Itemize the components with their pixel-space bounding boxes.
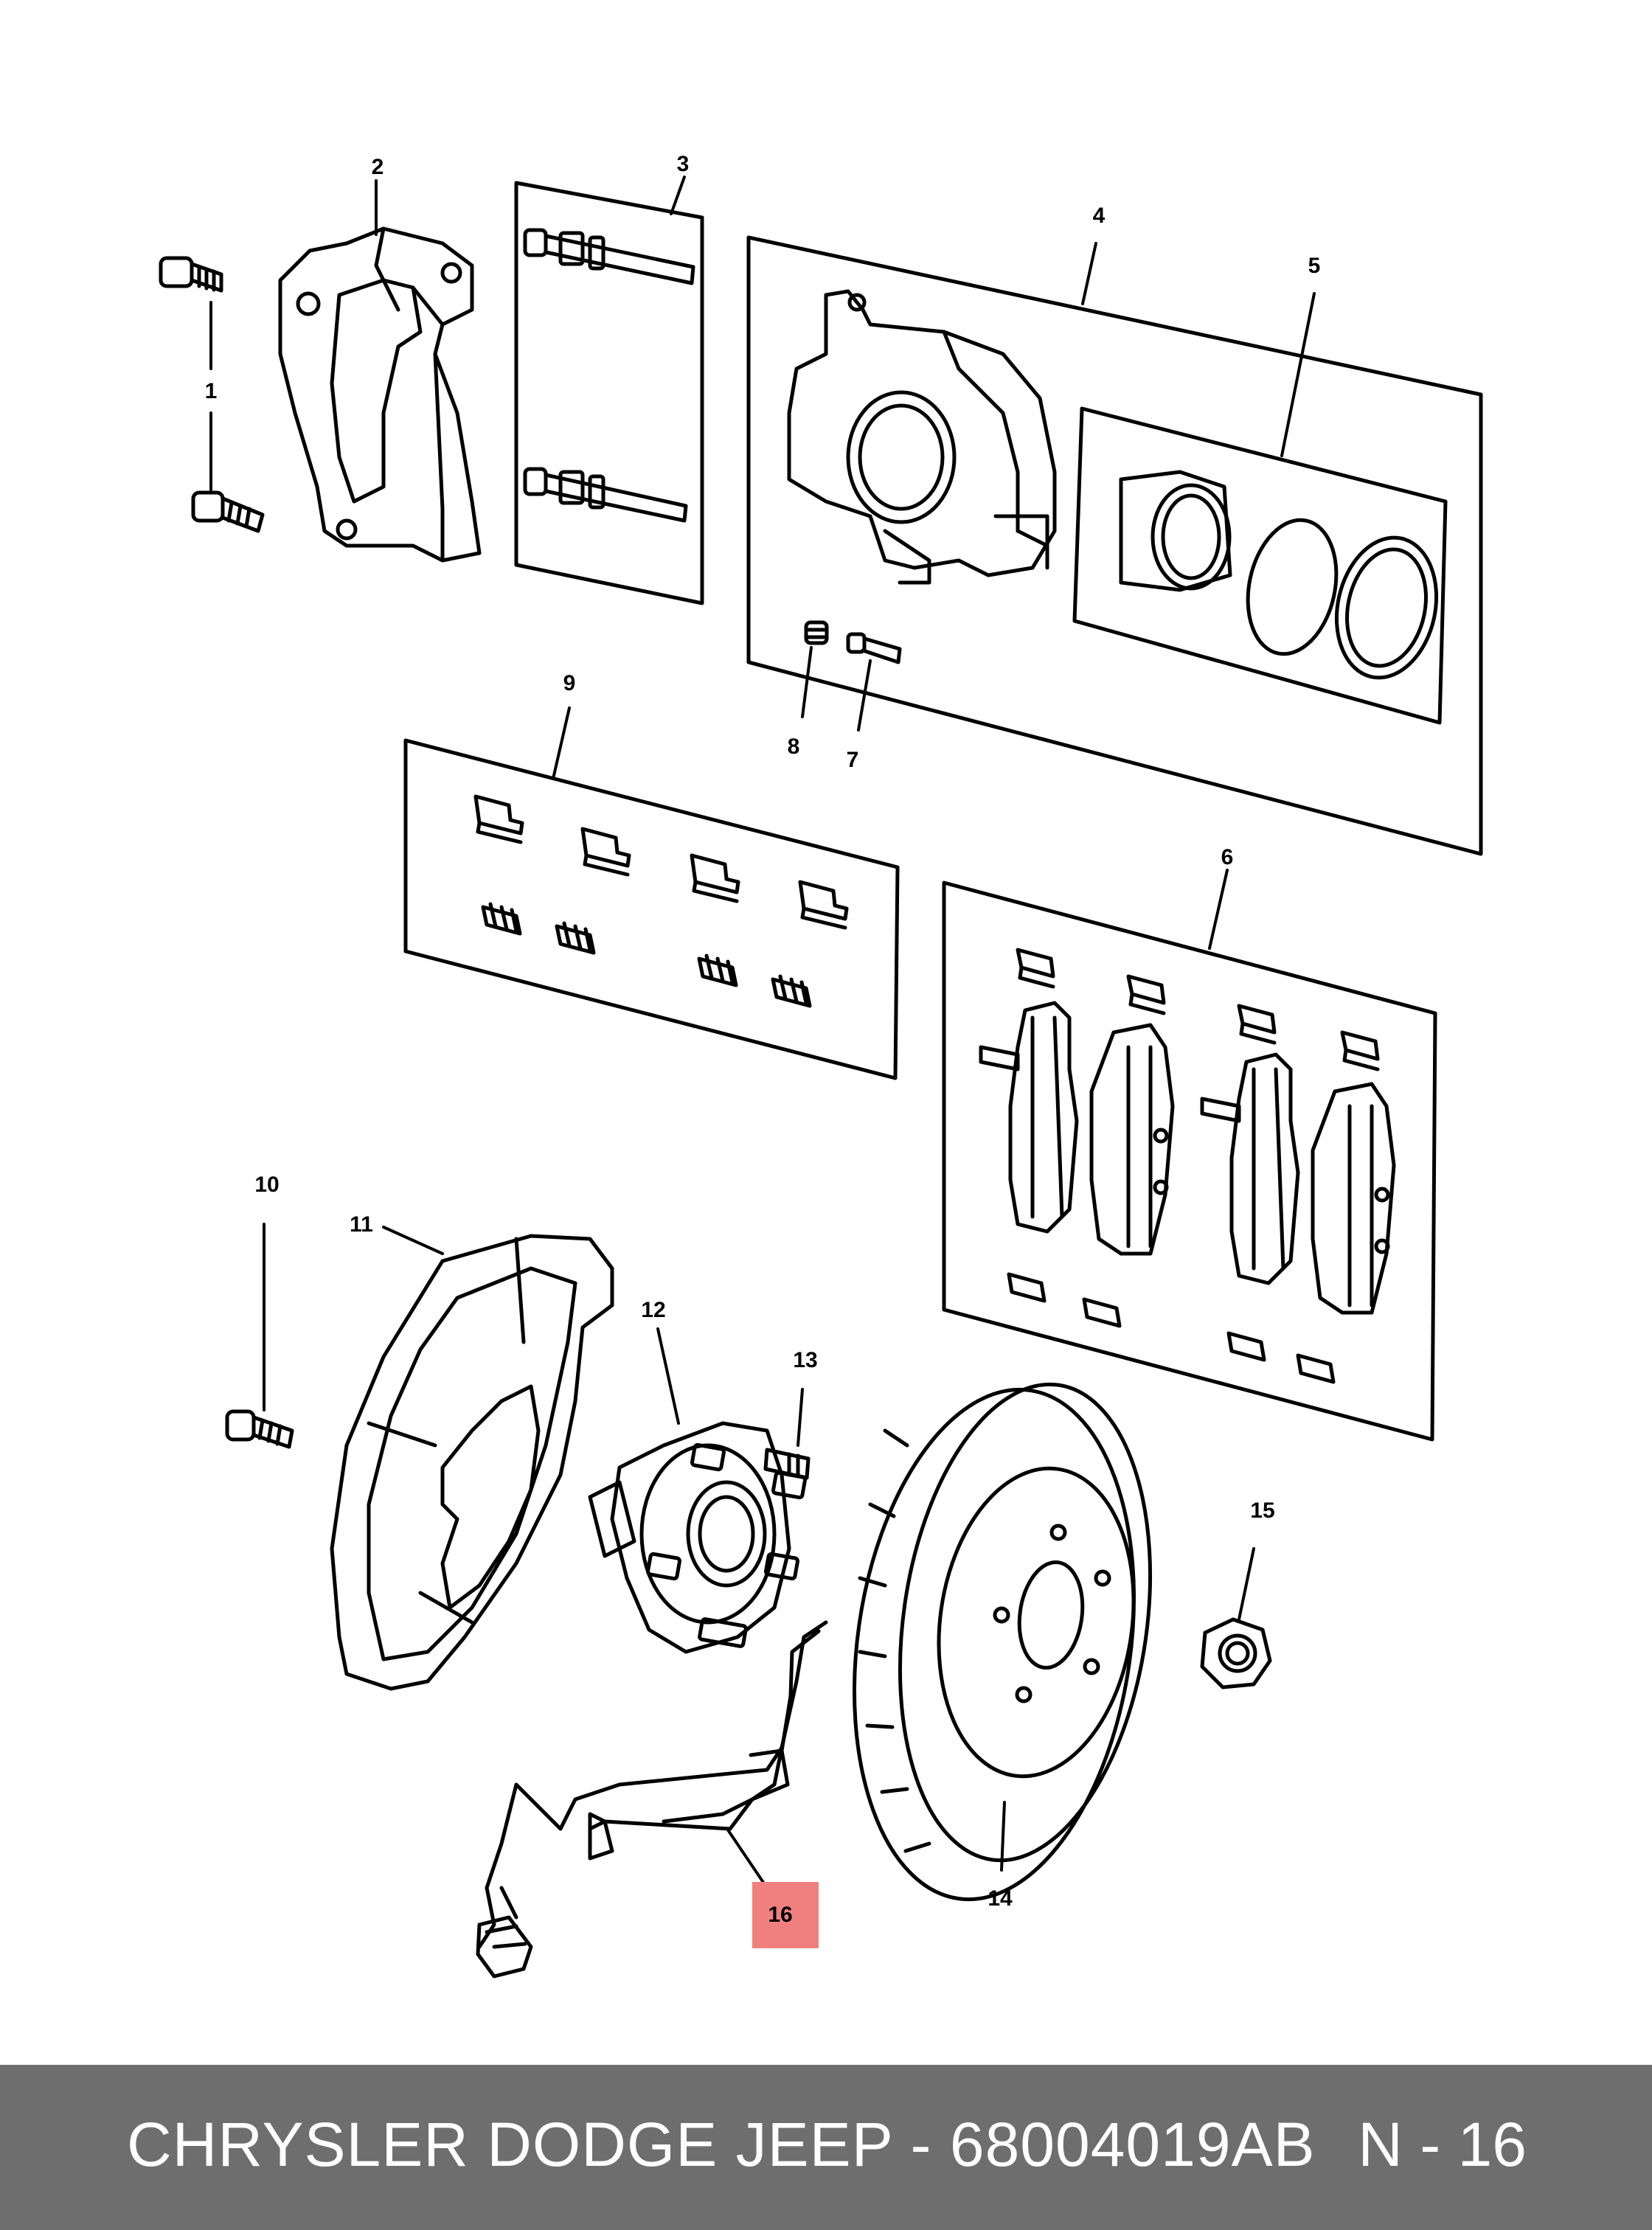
piston-seal-box (1072, 406, 1448, 725)
splash-shield (330, 1234, 614, 1691)
clip-small (697, 954, 738, 987)
callout-5: 5 (1308, 254, 1321, 278)
callout-12: 12 (641, 1298, 665, 1322)
piston (1119, 470, 1232, 592)
piston-seal (1246, 518, 1339, 656)
clip (580, 827, 631, 877)
caliper-bolt-upper (159, 256, 223, 293)
footer-bar: CHRYSLER DODGE JEEP - 68004019AB N - 16 (0, 2065, 1652, 2230)
brake-pad (1311, 1082, 1396, 1315)
leader-11 (382, 1226, 444, 1255)
brake-pad (979, 1001, 1079, 1234)
callout-14: 14 (988, 1886, 1013, 1911)
hub-bearing (588, 1421, 807, 1654)
leader-12 (656, 1327, 680, 1425)
leader-14 (1000, 1801, 1006, 1872)
caliper-box (746, 235, 1483, 856)
callout-9: 9 (563, 671, 576, 695)
leader-8 (801, 646, 813, 718)
leader-4 (1081, 242, 1097, 305)
pad-clip-small (1007, 1272, 1047, 1303)
brake-rotor (853, 1382, 1153, 1902)
caliper-housing (787, 289, 1057, 585)
leader-7 (857, 659, 872, 732)
callout-16: 16 (768, 1903, 792, 1927)
callout-10: 10 (254, 1173, 279, 1197)
callout-4: 4 (1093, 204, 1106, 228)
pad-clip (1126, 974, 1166, 1015)
brake-pad (1200, 1052, 1300, 1285)
clip-small (771, 974, 812, 1008)
callout-7: 7 (847, 748, 859, 772)
hub-nut (1200, 1617, 1272, 1689)
callout-8: 8 (788, 734, 800, 759)
dust-boot-outer (1334, 535, 1439, 680)
callout-1: 1 (205, 379, 218, 403)
page-reference-label: N - 16 (1358, 2110, 1527, 2179)
pad-clip-small (1082, 1297, 1122, 1328)
brake-pad-kit-box (942, 880, 1437, 1442)
leader-3 (670, 176, 686, 215)
pad-clip (1237, 1004, 1277, 1045)
clip (473, 794, 524, 844)
clip (798, 880, 849, 930)
callout-11: 11 (350, 1212, 373, 1237)
clip-small (481, 902, 522, 936)
caliper-bolt-lower (191, 490, 265, 533)
dust-boot-inner (1344, 547, 1429, 668)
bleeder-cap (846, 632, 902, 664)
caliper-bracket (278, 226, 482, 563)
leader-16 (726, 1827, 768, 1889)
part-number-label: CHRYSLER DODGE JEEP - 68004019AB (127, 2110, 1316, 2179)
leader-13 (796, 1388, 804, 1447)
clip (690, 853, 740, 903)
callout-15: 15 (1250, 1498, 1274, 1523)
callout-13: 13 (793, 1348, 817, 1372)
pad-clip (1340, 1030, 1380, 1071)
highlight-box (752, 1882, 819, 1948)
leader-6 (1208, 869, 1229, 950)
pad-clip (1016, 948, 1055, 989)
wheel-stud (763, 1448, 811, 1480)
leader-5 (1280, 292, 1316, 457)
pad-clip-small (1226, 1331, 1266, 1362)
guide-pin-lower (523, 467, 688, 523)
guide-pin-upper (523, 228, 695, 285)
exploded-parts-diagram: 1 2 3 4 5 6 7 8 9 10 11 12 13 14 15 16 (159, 152, 1483, 1979)
wheel-speed-sensor (476, 1620, 828, 1979)
pad-clip-small (1296, 1353, 1336, 1384)
leader-15 (1238, 1547, 1255, 1621)
callout-3: 3 (677, 152, 690, 176)
bleeder-screw (804, 620, 829, 645)
callout-6: 6 (1221, 845, 1234, 869)
shield-bolt (225, 1409, 294, 1449)
callout-2: 2 (372, 155, 384, 179)
clip-small (555, 921, 596, 955)
leader-9 (552, 706, 571, 780)
pad-hardware-box (403, 738, 900, 1080)
guide-pin-kit-box (514, 181, 704, 605)
brake-pad (1089, 1023, 1175, 1256)
